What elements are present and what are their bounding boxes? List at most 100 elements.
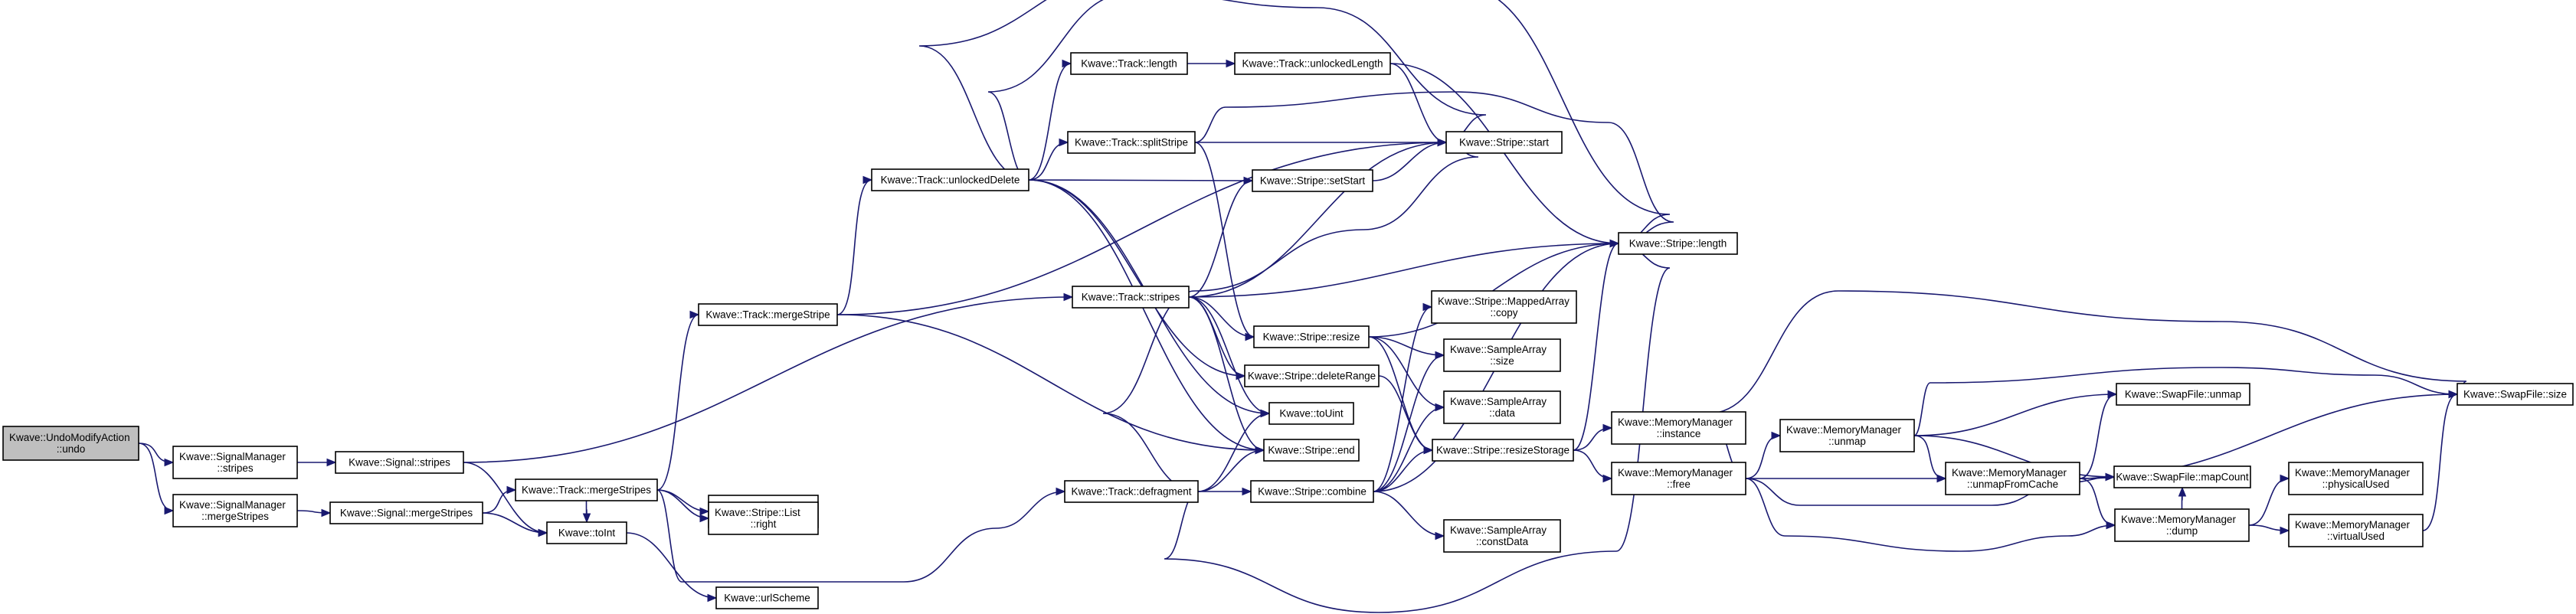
edge-line bbox=[1102, 142, 1479, 492]
node-label: Kwave::SampleArray bbox=[1450, 524, 1547, 536]
node-mm_instance[interactable]: Kwave::MemoryManager::instance bbox=[1611, 411, 1746, 445]
node-track_unlockedLength[interactable]: Kwave::Track::unlockedLength bbox=[1234, 52, 1391, 75]
edge-line bbox=[656, 314, 699, 491]
call-edge-track_mergeStripes-to-toInt bbox=[582, 500, 591, 524]
node-swap_mapCount[interactable]: Kwave::SwapFile::mapCount bbox=[2113, 465, 2251, 488]
arrowhead-icon bbox=[1226, 59, 1236, 68]
edge-line bbox=[482, 489, 516, 514]
node-stripe_resizeStorage[interactable]: Kwave::Stripe::resizeStorage bbox=[1432, 439, 1574, 462]
arrowhead-icon bbox=[699, 514, 710, 523]
arrowhead-icon bbox=[1609, 239, 1620, 248]
node-label: ::size bbox=[1490, 355, 1514, 367]
node-sig_merge[interactable]: Kwave::Signal::mergeStripes bbox=[329, 501, 483, 524]
node-label: Kwave::Stripe::length bbox=[1629, 238, 1727, 250]
node-label: ::copy bbox=[1490, 307, 1517, 318]
call-edge-sm_merge-to-sig_merge bbox=[296, 508, 332, 518]
node-track_mergeStripes[interactable]: Kwave::Track::mergeStripes bbox=[515, 478, 658, 501]
edge-line bbox=[463, 462, 548, 534]
edge-line bbox=[1197, 449, 1265, 492]
node-label: Kwave::SwapFile::size bbox=[2463, 389, 2567, 400]
edge-line bbox=[1368, 336, 1433, 451]
node-stripe_end[interactable]: Kwave::Stripe::end bbox=[1263, 439, 1360, 462]
node-box bbox=[1443, 338, 1561, 372]
node-stripe_resize[interactable]: Kwave::Stripe::resize bbox=[1253, 325, 1370, 348]
call-edge-mm_unmap-to-mm_unmapFromCache bbox=[1913, 435, 1947, 483]
edge-line bbox=[1378, 375, 1433, 451]
node-track_length[interactable]: Kwave::Track::length bbox=[1070, 52, 1188, 75]
node-track_defragment[interactable]: Kwave::Track::defragment bbox=[1064, 480, 1199, 503]
node-swap_size[interactable]: Kwave::SwapFile::size bbox=[2457, 383, 2574, 406]
node-box bbox=[1611, 411, 1746, 445]
node-mm_unmap[interactable]: Kwave::MemoryManager::unmap bbox=[1779, 419, 1915, 452]
node-sa_constData[interactable]: Kwave::SampleArray::constData bbox=[1443, 519, 1561, 553]
arrowhead-icon bbox=[699, 507, 710, 516]
node-track_mergeStripe[interactable]: Kwave::Track::mergeStripe bbox=[698, 303, 838, 326]
node-box bbox=[1067, 131, 1196, 154]
node-urlScheme[interactable]: Kwave::urlScheme bbox=[715, 586, 819, 609]
node-toInt[interactable]: Kwave::toInt bbox=[546, 521, 627, 544]
node-label: Kwave::SampleArray bbox=[1450, 396, 1547, 407]
node-box bbox=[2113, 465, 2251, 488]
node-track_stripes[interactable]: Kwave::Track::stripes bbox=[1072, 286, 1190, 309]
call-edge-stripe_combine-to-sa_constData bbox=[1373, 491, 1445, 541]
node-stripe_combine[interactable]: Kwave::Stripe::combine bbox=[1250, 480, 1374, 503]
node-label: Kwave::Signal::stripes bbox=[349, 457, 450, 469]
node-mm_free[interactable]: Kwave::MemoryManager::free bbox=[1611, 462, 1746, 495]
node-sa_data[interactable]: Kwave::SampleArray::data bbox=[1443, 390, 1561, 424]
node-swap_unmap[interactable]: Kwave::SwapFile::unmap bbox=[2116, 383, 2250, 406]
node-sa_size[interactable]: Kwave::SampleArray::size bbox=[1443, 338, 1561, 372]
node-stripe_start[interactable]: Kwave::Stripe::start bbox=[1445, 131, 1563, 154]
edge-line bbox=[2079, 394, 2117, 479]
node-label: Kwave::MemoryManager bbox=[1618, 467, 1733, 478]
arrowhead-icon bbox=[538, 528, 548, 537]
node-undo[interactable]: Kwave::UndoModifyAction::undo bbox=[2, 426, 139, 461]
node-sm_merge[interactable]: Kwave::SignalManager::mergeStripes bbox=[172, 494, 298, 527]
call-edge-stripe_resize-to-stripe_resizeStorage bbox=[1368, 336, 1434, 455]
edge-line bbox=[1197, 413, 1270, 492]
node-box bbox=[515, 478, 658, 501]
node-sig_stripes[interactable]: Kwave::Signal::stripes bbox=[335, 451, 464, 474]
node-stripe_setStart[interactable]: Kwave::Stripe::setStart bbox=[1252, 169, 1373, 192]
edge-line bbox=[1188, 296, 1245, 377]
node-stripe_length[interactable]: Kwave::Stripe::length bbox=[1618, 232, 1738, 255]
edge-line bbox=[1913, 435, 2115, 478]
edge-line bbox=[836, 179, 872, 315]
node-label: ::dump bbox=[2166, 525, 2198, 537]
node-label: ::constData bbox=[1476, 536, 1529, 547]
node-mm_dump[interactable]: Kwave::MemoryManager::dump bbox=[2114, 508, 2250, 542]
node-box bbox=[335, 451, 464, 474]
node-label: Kwave::SignalManager bbox=[179, 499, 286, 511]
node-track_splitStripe[interactable]: Kwave::Track::splitStripe bbox=[1067, 131, 1196, 154]
call-edge-sm_stripes-to-sig_stripes bbox=[297, 458, 337, 467]
arrowhead-icon bbox=[2280, 526, 2290, 535]
node-mm_virtualUsed[interactable]: Kwave::MemoryManager::virtualUsed bbox=[2288, 514, 2424, 547]
node-mm_unmapFromCache[interactable]: Kwave::MemoryManager::unmapFromCache bbox=[1945, 462, 2080, 495]
call-edge-track_stripes-to-stripe_setStart bbox=[1188, 176, 1254, 298]
edge-line bbox=[1745, 478, 2116, 552]
call-edge-track_mergeStripe-to-track_unlockedDelete bbox=[836, 175, 873, 315]
node-label: Kwave::Stripe::MappedArray bbox=[1438, 296, 1569, 307]
node-mm_physicalUsed[interactable]: Kwave::MemoryManager::physicalUsed bbox=[2288, 462, 2424, 495]
node-track_unlockedDelete[interactable]: Kwave::Track::unlockedDelete bbox=[871, 168, 1029, 191]
node-toUint[interactable]: Kwave::toUint bbox=[1268, 402, 1354, 425]
call-edge-toInt-to-urlScheme bbox=[626, 532, 718, 603]
node-label: ::stripes bbox=[217, 462, 254, 474]
node-sm_stripes[interactable]: Kwave::SignalManager::stripes bbox=[172, 446, 298, 479]
function-nodes: Kwave::UndoModifyAction::undoKwave::Sign… bbox=[2, 52, 2574, 609]
node-box bbox=[1064, 480, 1199, 503]
edge-line bbox=[1913, 367, 2458, 436]
edge-line bbox=[1028, 179, 1265, 451]
call-edge-track_unlockedLength-to-stripe_length bbox=[1389, 63, 1620, 248]
node-stripe_deleteRange[interactable]: Kwave::Stripe::deleteRange bbox=[1244, 364, 1380, 387]
node-mapped_copy[interactable]: Kwave::Stripe::MappedArray::copy bbox=[1431, 290, 1577, 324]
node-label: Kwave::Stripe::start bbox=[1459, 137, 1549, 149]
node-box bbox=[1945, 462, 2080, 495]
arrowhead-icon bbox=[1437, 138, 1448, 147]
edge-line bbox=[482, 512, 548, 534]
arrowhead-icon bbox=[164, 506, 175, 515]
node-list_right[interactable]: Kwave::Stripe::List::right bbox=[708, 501, 819, 535]
node-box bbox=[1443, 519, 1561, 553]
call-edge-track_defragment-to-toUint bbox=[1197, 409, 1271, 492]
node-box bbox=[1618, 232, 1738, 255]
